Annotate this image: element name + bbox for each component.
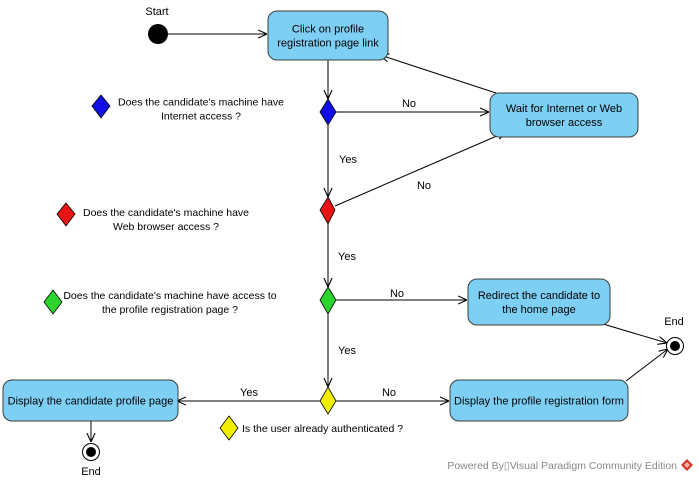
edge-browser-no-to-wait <box>334 132 506 207</box>
decision-legend-page: Does the candidate's machine have access… <box>43 289 277 316</box>
end-right-inner-dot <box>670 341 680 351</box>
edge-label-browser-yes: Yes <box>338 251 356 263</box>
end-bottom-inner-dot <box>86 447 96 457</box>
action-box <box>267 10 389 61</box>
decision-internet-access-diamond <box>319 98 337 126</box>
action-label: Display the candidate profile page <box>8 396 174 408</box>
end-node-bottom: End <box>81 443 101 478</box>
legend-diamond-blue <box>91 94 111 119</box>
action-display-profile-page: Display the candidate profile page <box>2 379 179 422</box>
action-box <box>2 379 179 422</box>
legend-diamond-green <box>43 289 63 315</box>
edge-registration-form-to-end <box>625 349 668 382</box>
visual-paradigm-logo-icon <box>681 459 693 471</box>
action-display-registration-form: Display the profile registration form <box>449 379 629 422</box>
edge-labels: No Yes No Yes No Yes Yes No <box>240 98 431 399</box>
decision-browser-access-diamond <box>319 196 336 225</box>
end-bottom-label: End <box>81 466 101 478</box>
end-right-label: End <box>664 316 684 328</box>
edge-label-browser-no: No <box>417 180 431 192</box>
start-circle <box>148 24 168 44</box>
action-box <box>489 92 639 138</box>
decision-authenticated-diamond <box>319 386 337 415</box>
edges <box>91 34 668 442</box>
legend-diamond-red <box>56 202 76 227</box>
edge-label-page-no: No <box>390 288 404 300</box>
legend-text-page: Does the candidate's machine have access… <box>63 290 276 316</box>
edge-label-page-yes: Yes <box>338 345 356 357</box>
edge-label-internet-yes: Yes <box>339 154 357 166</box>
legend-text-authenticated: Is the user already authenticated ? <box>242 423 403 435</box>
edge-label-auth-no: No <box>382 387 396 399</box>
footer: Powered By▯Visual Paradigm Community Edi… <box>447 459 693 472</box>
decision-legend-authenticated: Is the user already authenticated ? <box>219 415 403 441</box>
action-box <box>467 278 611 326</box>
decision-diamonds <box>319 98 337 415</box>
action-label: Display the profile registration form <box>454 396 624 408</box>
start-node: Start <box>145 6 169 44</box>
end-node-right: End <box>664 316 684 355</box>
legend-diamond-yellow <box>219 415 239 441</box>
edge-label-internet-no: No <box>402 98 416 110</box>
footer-text: Powered By▯Visual Paradigm Community Edi… <box>447 460 677 472</box>
action-box <box>449 379 629 422</box>
decision-page-access-diamond <box>319 286 337 315</box>
edge-wait-to-click <box>380 55 497 94</box>
edge-label-auth-yes: Yes <box>240 387 258 399</box>
edge-redirect-to-end <box>602 323 667 343</box>
start-label: Start <box>145 6 168 18</box>
